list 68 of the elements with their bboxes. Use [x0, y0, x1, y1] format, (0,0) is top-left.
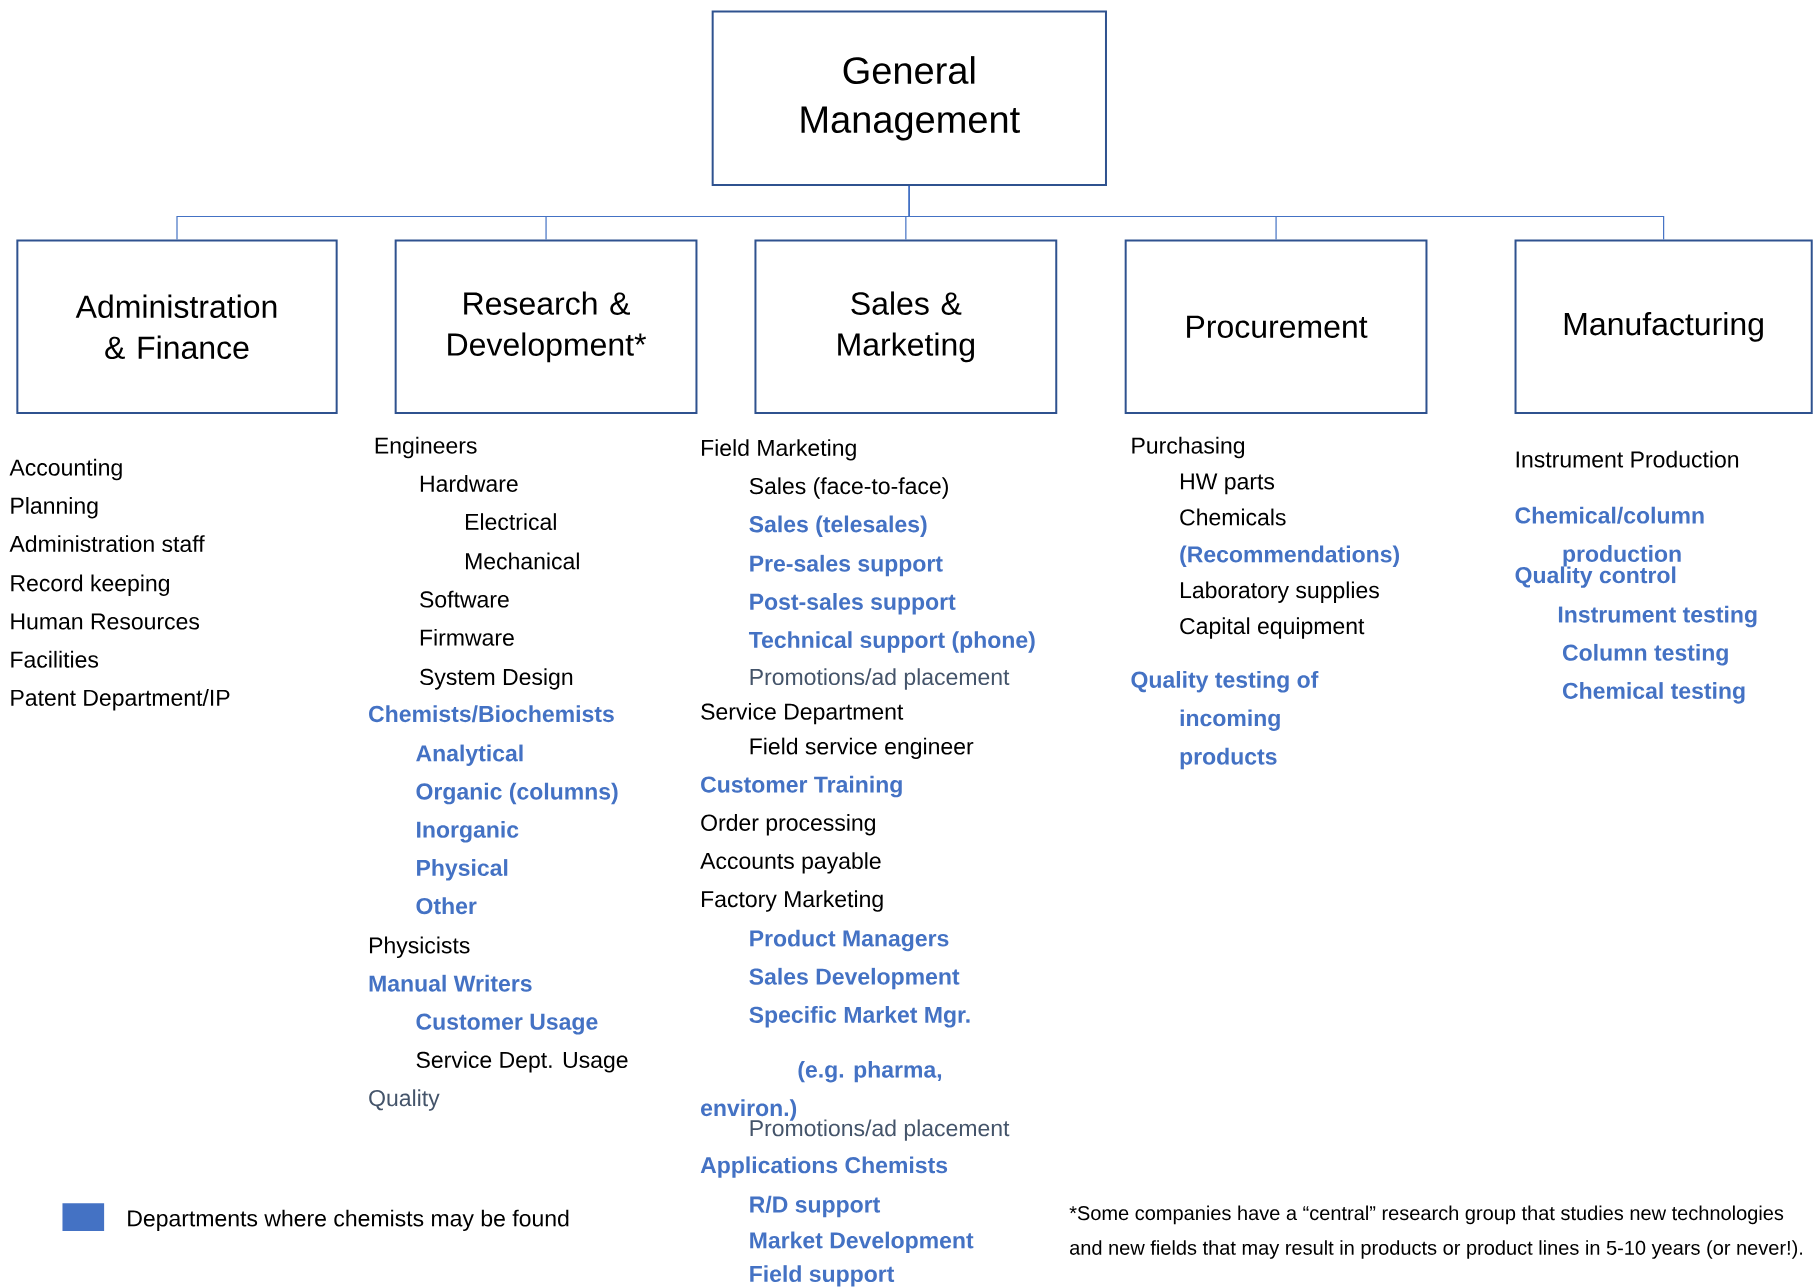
list-item: Quality control: [1515, 566, 1676, 588]
list-item: Quality testing of incoming products: [1131, 671, 1319, 770]
list-item: Sales (telesales): [749, 515, 927, 537]
list-item: Laboratory supplies: [1180, 581, 1379, 603]
list-item: Post-sales support: [750, 593, 956, 615]
list-item: Factory Marketing: [702, 890, 883, 912]
list-item: Product Managers: [750, 929, 949, 952]
list-item: Organic (columns): [416, 782, 618, 805]
list-item: R/D support: [750, 1195, 881, 1218]
list-item: Inorganic: [417, 820, 519, 843]
footnote: *Some companies have a “central” research group that studies new technologies and new fields that may result in products or product lines in 5-10 years (or never!).: [1069, 1205, 1803, 1259]
list-item: Mechanical: [466, 552, 579, 570]
list-item: Promotions/ad placement: [750, 1119, 1010, 1141]
list-item: Patent Department/IP: [11, 689, 230, 711]
list-item: Service Department: [701, 702, 904, 725]
list-item: Other: [416, 897, 477, 915]
org-box: Procurement: [1124, 239, 1428, 414]
list-item: Software: [420, 590, 509, 608]
list-item: Instrument testing: [1558, 605, 1757, 628]
list-item: Planning: [11, 497, 98, 519]
list-item: Chemicals: [1180, 508, 1286, 526]
list-item: Administration staff: [9, 535, 205, 553]
list-item: Physicists: [370, 936, 470, 959]
list-item: Quality: [369, 1089, 440, 1111]
org-box: General Management: [711, 10, 1107, 187]
list-item: Hardware: [420, 475, 518, 492]
list-item: Column testing: [1562, 643, 1728, 666]
connector: [908, 185, 1665, 241]
org-box: Sales & Marketing: [754, 239, 1058, 414]
list-item: Sales Development: [749, 967, 960, 990]
list-item: Sales (face-to-face): [749, 477, 948, 499]
list-item: Instrument Production: [1516, 450, 1739, 468]
list-item: Facilities: [11, 650, 99, 668]
list-item: Accounts payable: [700, 852, 881, 874]
list-item: Market Development: [750, 1231, 974, 1254]
list-item: Human Resources: [11, 613, 200, 630]
list-item: Promotions/ad placement: [750, 668, 1010, 690]
list-item: Order processing: [701, 814, 875, 836]
list-item: HW parts: [1180, 473, 1275, 495]
list-item: Pre-sales support: [750, 554, 943, 577]
list-item: Record keeping: [11, 574, 170, 596]
list-item: Manual Writers: [369, 974, 532, 992]
list-item: Field Marketing: [702, 439, 856, 461]
org-box: Manufacturing: [1514, 239, 1813, 414]
list-item: Service Dept. Usage: [416, 1051, 628, 1073]
legend-text: Departments where chemists may be found: [128, 1209, 569, 1232]
list-item: Field service engineer: [750, 737, 974, 760]
list-item: (Recommendations): [1180, 545, 1399, 567]
list-item: Technical support (phone): [748, 631, 1035, 653]
list-item: Applications Chemists: [700, 1156, 948, 1178]
list-item: Electrical: [466, 513, 556, 531]
list-item: Customer Training: [701, 775, 902, 798]
list-item: Chemical/column production: [1515, 506, 1704, 567]
list-item: Analytical: [416, 744, 523, 766]
list-item: Capital equipment: [1180, 617, 1365, 639]
list-item: Chemical testing: [1562, 682, 1745, 704]
list-item: Specific Market Mgr.: [749, 1006, 970, 1028]
list-item: Field support: [750, 1265, 895, 1287]
list-item: Engineers: [375, 436, 477, 459]
list-item: Firmware: [420, 628, 514, 646]
list-item: Physical: [417, 859, 508, 881]
list-item: Chemists/Biochemists: [369, 705, 614, 723]
org-box: Administration & Finance: [16, 239, 338, 414]
org-box: Research & Development*: [394, 239, 698, 414]
list-item: System Design: [420, 668, 573, 690]
list-item: Customer Usage: [416, 1013, 598, 1035]
list-item: Accounting: [9, 458, 122, 481]
list-item: Purchasing: [1132, 436, 1245, 459]
